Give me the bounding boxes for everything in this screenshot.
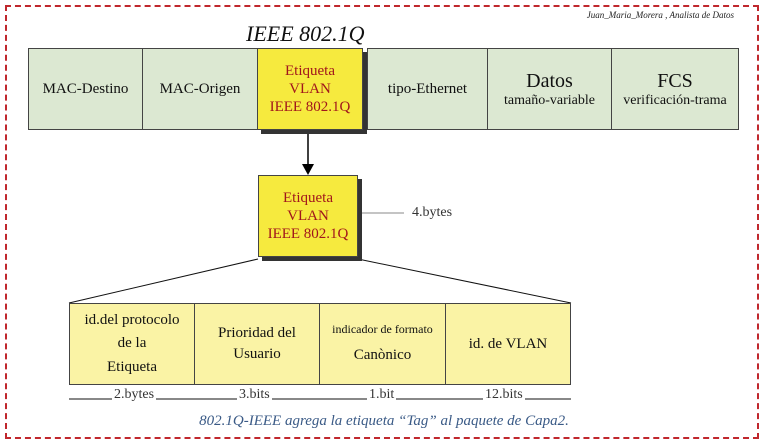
arrow-head-icon bbox=[302, 164, 314, 175]
author-credit: Juan_Maria_Morera , Analista de Datos bbox=[586, 10, 734, 20]
size-label-tpid: 2.bytes bbox=[112, 387, 157, 403]
field-label: MAC-Origen bbox=[159, 81, 241, 97]
tag-field-label: Canònico bbox=[353, 347, 412, 364]
dashed-frame bbox=[5, 5, 759, 439]
expand-line-right bbox=[357, 258, 572, 304]
tag-field-vlan-id: id. de VLAN bbox=[445, 303, 571, 385]
tag-size-label: 4.bytes bbox=[412, 205, 453, 220]
field-mac-destino: MAC-Destino bbox=[28, 48, 143, 130]
field-label: MAC-Destino bbox=[42, 81, 129, 97]
tag-field-label: Etiqueta bbox=[107, 358, 157, 375]
field-label: tipo-Ethernet bbox=[387, 81, 468, 97]
field-datos: Datos tamaño-variable bbox=[487, 48, 612, 130]
field-mac-origen: MAC-Origen bbox=[142, 48, 258, 130]
field-tipo-ethernet: tipo-Ethernet bbox=[367, 48, 488, 130]
size-label-cfi: 1.bit bbox=[367, 387, 397, 403]
tag-label: IEEE 802.1Q bbox=[267, 226, 349, 242]
tag-field-label: Prioridad del bbox=[218, 325, 296, 341]
size-label-vlan-id: 12.bits bbox=[483, 387, 525, 403]
field-label: Datos bbox=[526, 69, 573, 92]
tag-field-label: Usuario bbox=[233, 346, 281, 362]
field-label: FCS bbox=[657, 69, 693, 92]
size-label-prioridad: 3.bits bbox=[237, 387, 272, 403]
tag-field-prioridad: Prioridad del Usuario bbox=[194, 303, 320, 385]
field-label: IEEE 802.1Q bbox=[269, 99, 351, 115]
field-sublabel: tamaño-variable bbox=[504, 92, 595, 108]
tag-field-label: de la bbox=[117, 335, 147, 352]
tag-field-label: indicador de formato bbox=[332, 322, 433, 337]
tag-label: VLAN bbox=[287, 208, 329, 224]
vlan-tag-box: Etiqueta VLAN IEEE 802.1Q bbox=[258, 175, 358, 257]
tag-field-label: id. de VLAN bbox=[468, 336, 548, 352]
tag-field-label: id.del protocolo bbox=[84, 312, 180, 329]
tag-field-tpid: id.del protocolo de la Etiqueta bbox=[69, 303, 195, 385]
tag-label: Etiqueta bbox=[283, 190, 333, 206]
caption: 802.1Q-IEEE agrega la etiqueta “Tag” al … bbox=[199, 413, 569, 429]
diagram-title: IEEE 802.1Q bbox=[246, 21, 365, 46]
field-label: Etiqueta bbox=[285, 63, 335, 79]
expand-line-left bbox=[68, 258, 259, 304]
field-vlan-tag: Etiqueta VLAN IEEE 802.1Q bbox=[257, 48, 363, 130]
field-fcs: FCS verificación-trama bbox=[611, 48, 739, 130]
tag-field-cfi: indicador de formato Canònico bbox=[319, 303, 446, 385]
field-label: VLAN bbox=[289, 81, 331, 97]
field-sublabel: verificación-trama bbox=[623, 92, 727, 108]
